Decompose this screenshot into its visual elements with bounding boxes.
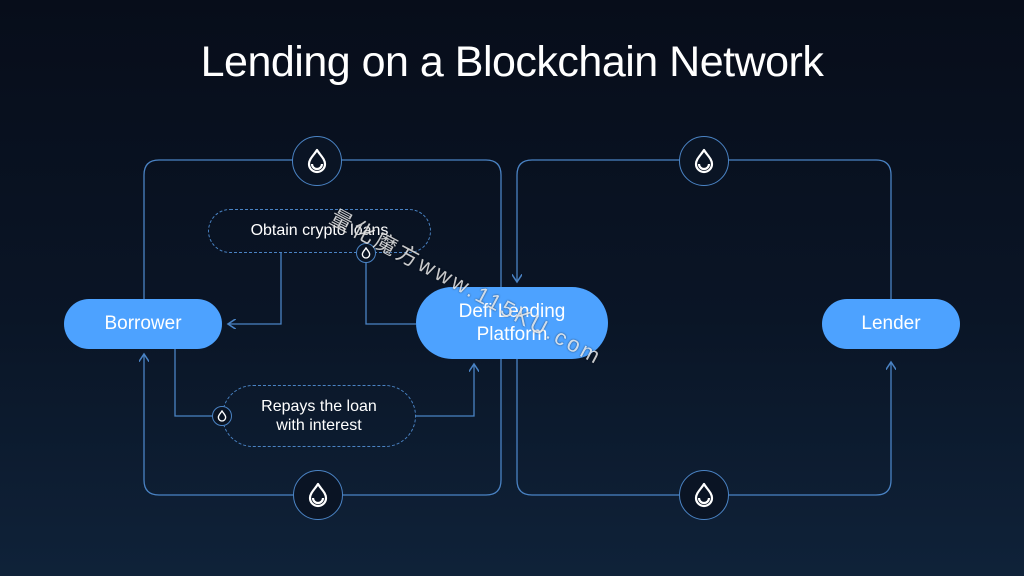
- sui-drop-icon: [212, 406, 232, 426]
- obtain-flow-line: [365, 253, 416, 325]
- sui-drop-icon: [679, 470, 729, 520]
- repays-flow-from-borrower: [174, 349, 222, 417]
- sui-drop-icon: [679, 136, 729, 186]
- repays-loan-label: Repays the loan with interest: [222, 385, 416, 447]
- borrower-node: Borrower: [64, 299, 222, 349]
- diagram-title: Lending on a Blockchain Network: [200, 38, 824, 86]
- sui-drop-icon: [293, 470, 343, 520]
- obtain-flow-to-borrower: [228, 253, 282, 324]
- repays-flow-to-platform: [416, 364, 474, 417]
- sui-drop-icon: [292, 136, 342, 186]
- defi-platform-node: Defi Lending Platform: [416, 287, 608, 359]
- lender-node: Lender: [822, 299, 960, 349]
- obtain-loans-label: Obtain crypto loans: [208, 209, 431, 253]
- sui-drop-icon: [356, 243, 376, 263]
